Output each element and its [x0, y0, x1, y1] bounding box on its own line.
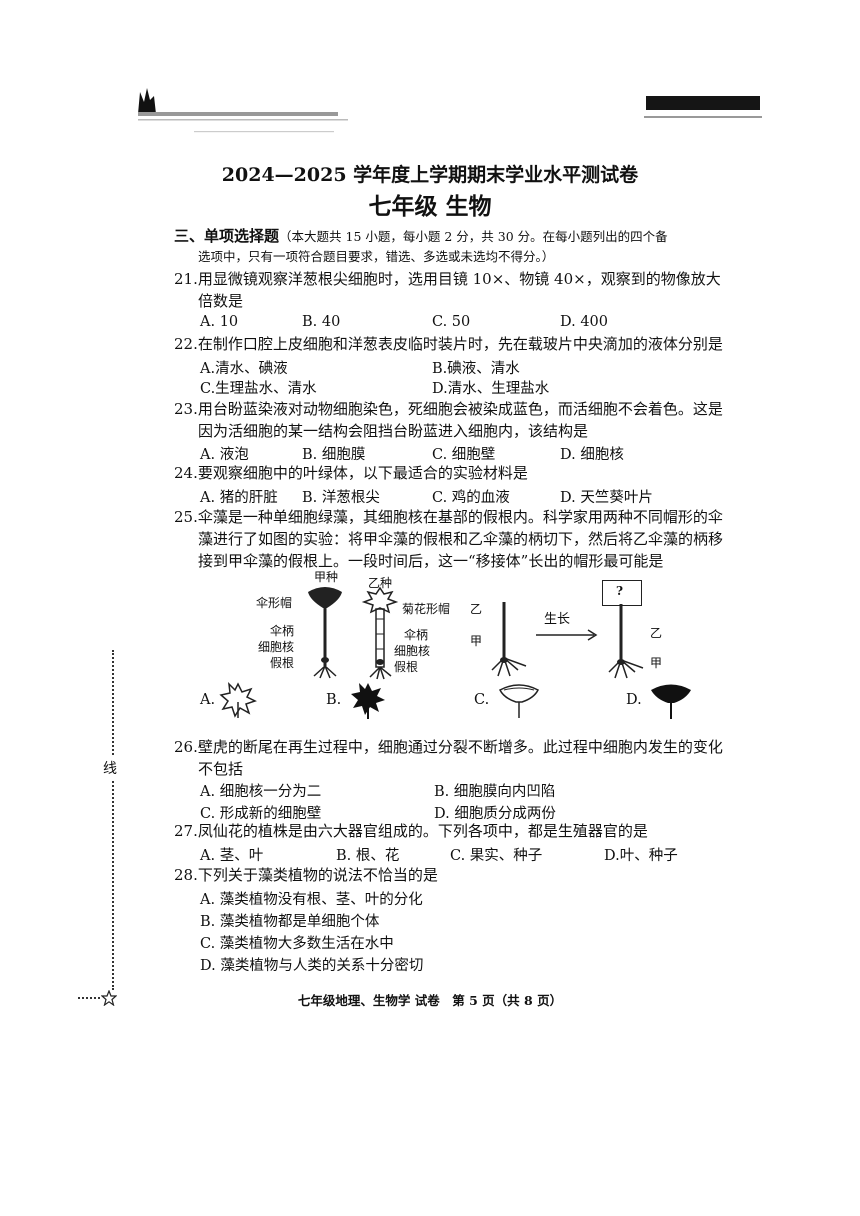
label-chrysanthemum-cap: 菊花形帽: [402, 602, 451, 616]
question-23-stem-2: 因为活细胞的某一结构会阻挡台盼蓝进入细胞内，该结构是: [198, 422, 589, 440]
section-name: 三、单项选择题: [174, 227, 280, 245]
question-21-option-c: C. 50: [432, 314, 471, 330]
label-yi-graft: 乙: [470, 602, 483, 616]
question-25-option-b: B.: [326, 692, 342, 708]
binding-line-label: 线: [103, 756, 117, 780]
question-26-option-a: A. 细胞核一分为二: [200, 784, 322, 800]
exam-title: 2024—2025 学年度上学期期末学业水平测试卷: [221, 164, 639, 186]
question-25-stem-1: 25.伞藻是一种单细胞绿藻，其细胞核在基部的假根内。科学家用两种不同帽形的伞: [174, 508, 723, 526]
scan-mark-right: [644, 96, 762, 118]
question-23-option-b: B. 细胞膜: [302, 447, 366, 463]
section-header: 三、单项选择题（本大题共 15 小题，每小题 2 分，共 30 分。在每小题列出…: [174, 225, 668, 248]
question-26-option-d: D. 细胞质分成两份: [434, 806, 556, 822]
question-24-option-b: B. 洋葱根尖: [302, 490, 380, 506]
question-25-option-a: A.: [200, 692, 216, 708]
label-stalk-right: 伞柄: [404, 628, 429, 642]
question-23-option-a: A. 液泡: [200, 447, 249, 463]
question-28-option-c: C. 藻类植物大多数生活在水中: [200, 936, 394, 952]
label-jia-graft: 甲: [470, 634, 483, 648]
question-27-option-c: C. 果实、种子: [450, 848, 543, 864]
option-b-filled-cap-icon: [351, 683, 385, 719]
question-28-option-a: A. 藻类植物没有根、茎、叶的分化: [200, 892, 423, 908]
option-a-chrysanthemum-cap-icon: [219, 681, 257, 718]
label-umbrella-cap: 伞形帽: [256, 596, 293, 610]
question-21-stem-2: 倍数是: [198, 292, 244, 310]
jia-algae-drawing: [308, 587, 342, 679]
question-mark: ?: [616, 584, 624, 598]
page-footer: 七年级地理、生物学 试卷 第 5 页（共 8 页）: [297, 993, 563, 1008]
option-c-umbrella-cap-icon: [499, 684, 539, 718]
question-26-stem-2: 不包括: [198, 760, 244, 778]
question-27-option-d: D.叶、种子: [604, 848, 678, 864]
question-25-stem-3: 接到甲伞藻的假根上。一段时间后，这一“移接体”长出的帽形最可能是: [198, 552, 664, 570]
exam-subtitle: 七年级 生物: [368, 193, 492, 220]
question-28-stem-1: 28.下列关于藻类植物的说法不恰当的是: [174, 866, 438, 884]
label-growth: 生长: [544, 612, 571, 627]
scan-mark-left: [138, 88, 348, 133]
question-24-option-c: C. 鸡的血液: [432, 490, 510, 506]
question-22-option-a: A.清水、碘液: [200, 361, 288, 377]
question-26-option-b: B. 细胞膜向内凹陷: [434, 784, 556, 800]
question-25-option-d: D.: [626, 692, 642, 708]
question-27-stem-1: 27.凤仙花的植株是由六大器官组成的。下列各项中，都是生殖器官的是: [174, 822, 648, 840]
question-27-option-b: B. 根、花: [336, 848, 400, 864]
question-21-option-b: B. 40: [302, 314, 341, 330]
label-jia-zhong: 甲种: [314, 570, 339, 584]
question-23-option-d: D. 细胞核: [560, 447, 624, 463]
label-nucleus-right: 细胞核: [394, 644, 431, 658]
grafted-algae-drawing: [491, 602, 527, 677]
section-note-1: （本大题共 15 小题，每小题 2 分，共 30 分。在每小题列出的四个备: [279, 229, 668, 244]
question-26-option-c: C. 形成新的细胞壁: [200, 806, 322, 822]
question-22-option-c: C.生理盐水、清水: [200, 381, 317, 397]
label-yi-regrown: 乙: [650, 626, 663, 640]
label-jia-regrown: 甲: [650, 656, 663, 670]
section-note-2: 选项中，只有一项符合题目要求，错选、多选或未选均不得分。）: [198, 249, 555, 264]
question-26-stem-1: 26.壁虎的断尾在再生过程中，细胞通过分裂不断增多。此过程中细胞内发生的变化: [174, 738, 723, 756]
question-21-option-a: A. 10: [200, 314, 239, 330]
regrown-algae-drawing: [608, 604, 644, 679]
umbrella-algae-figure: 甲种 伞形帽 伞柄 细胞核 假根 乙种 菊花形帽 伞柄 细胞核 假根 乙 甲 生…: [240, 570, 710, 680]
question-25-option-c: C.: [474, 692, 490, 708]
label-yi-zhong: 乙种: [368, 576, 393, 590]
question-21-option-d: D. 400: [560, 314, 609, 330]
star-icon: [101, 990, 117, 1006]
question-21-stem-1: 21.用显微镜观察洋葱根尖细胞时，选用目镜 10×、物镜 40×，观察到的物像放…: [174, 270, 721, 288]
question-22-option-b: B.碘液、清水: [432, 361, 520, 377]
question-25-stem-2: 藻进行了如图的实验：将甲伞藻的假根和乙伞藻的柄切下，然后将乙伞藻的柄移: [198, 530, 724, 548]
question-24-stem-1: 24.要观察细胞中的叶绿体，以下最适合的实验材料是: [174, 464, 528, 482]
binding-dotted-tail: [78, 997, 100, 999]
question-22-stem-1: 22.在制作口腔上皮细胞和洋葱表皮临时装片时，先在载玻片中央滴加的液体分别是: [174, 335, 723, 353]
question-22-option-d: D.清水、生理盐水: [432, 381, 550, 397]
option-d-filled-umbrella-cap-icon: [651, 684, 691, 719]
question-23-option-c: C. 细胞壁: [432, 447, 496, 463]
binding-dotted-line: [112, 650, 114, 990]
label-rhizoid-left: 假根: [270, 656, 295, 670]
growth-arrow-icon: [536, 629, 598, 641]
question-24-option-a: A. 猪的肝脏: [200, 490, 278, 506]
question-23-stem-1: 23.用台盼蓝染液对动物细胞染色，死细胞会被染成蓝色，而活细胞不会着色。这是: [174, 400, 723, 418]
label-nucleus-left: 细胞核: [258, 640, 295, 654]
question-28-option-b: B. 藻类植物都是单细胞个体: [200, 914, 380, 930]
question-24-option-d: D. 天竺葵叶片: [560, 490, 653, 506]
yi-algae-drawing: [361, 586, 399, 680]
question-27-option-a: A. 茎、叶: [200, 848, 264, 864]
question-28-option-d: D. 藻类植物与人类的关系十分密切: [200, 958, 424, 974]
label-rhizoid-right: 假根: [394, 660, 419, 674]
label-stalk-left: 伞柄: [270, 624, 295, 638]
